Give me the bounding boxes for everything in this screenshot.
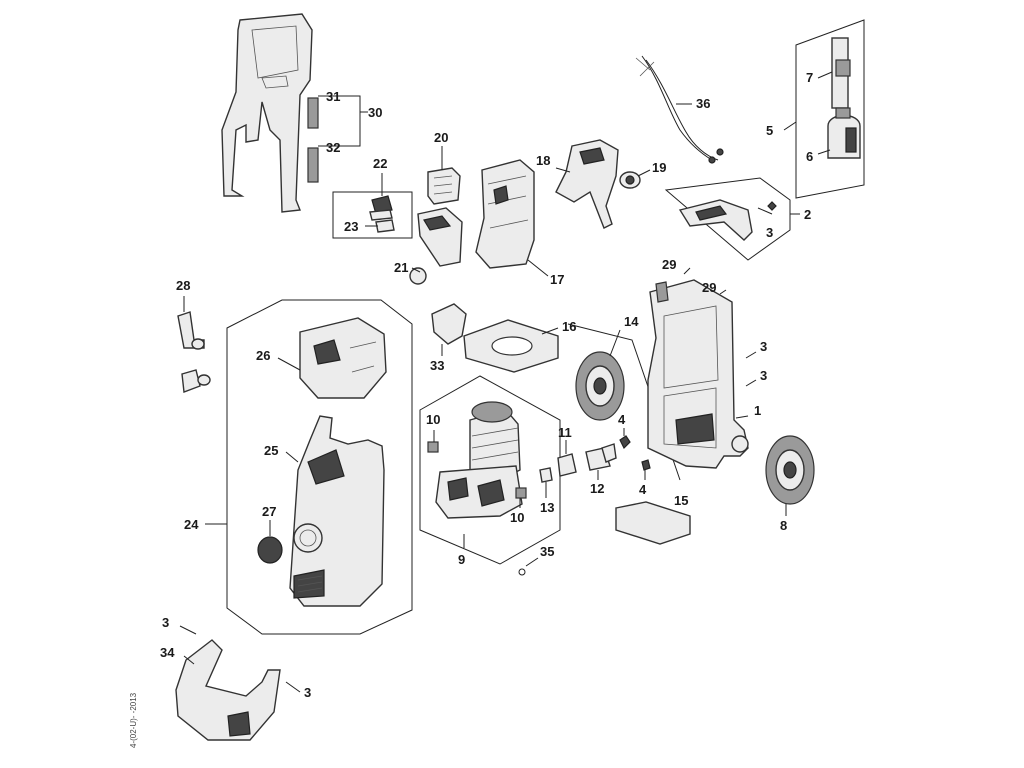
label-11: 11 xyxy=(558,425,572,440)
label-21: 21 xyxy=(394,260,408,275)
front-cover-part xyxy=(289,415,385,607)
label-15: 15 xyxy=(674,493,688,508)
label-3-right-b: 3 xyxy=(760,368,767,383)
label-5: 5 xyxy=(766,123,773,138)
label-13: 13 xyxy=(540,500,554,515)
label-35: 35 xyxy=(540,544,554,559)
label-19: 19 xyxy=(652,160,666,175)
bracket-part xyxy=(427,167,461,205)
label-29-a: 29 xyxy=(662,257,676,272)
fittings-part xyxy=(539,443,617,483)
label-23: 23 xyxy=(344,219,358,234)
label-6: 6 xyxy=(806,149,813,164)
hose-guide-part xyxy=(431,303,467,345)
motor-pump-unit-part xyxy=(435,401,523,519)
label-27: 27 xyxy=(262,504,276,519)
label-28: 28 xyxy=(176,278,190,293)
label-1: 1 xyxy=(754,403,761,418)
label-36: 36 xyxy=(696,96,710,111)
hose-hook-part xyxy=(175,639,281,741)
label-29-b: 29 xyxy=(702,280,716,295)
label-18: 18 xyxy=(536,153,550,168)
label-26: 26 xyxy=(256,348,270,363)
label-10-b: 10 xyxy=(510,510,524,525)
label-3-top: 3 xyxy=(766,225,773,240)
label-20: 20 xyxy=(434,130,448,145)
label-3-bottom-b: 3 xyxy=(304,685,311,700)
rear-cover-part xyxy=(555,139,619,229)
label-17: 17 xyxy=(550,272,564,287)
hose-reel-part xyxy=(678,199,753,241)
reference-code: 4-(02-U)- -2013 xyxy=(129,692,138,748)
label-9: 9 xyxy=(458,552,465,567)
label-3-right-a: 3 xyxy=(760,339,767,354)
label-22: 22 xyxy=(373,156,387,171)
gasket-part xyxy=(463,319,559,373)
detergent-bottle-part xyxy=(827,37,861,159)
knob-part xyxy=(257,536,283,564)
label-24: 24 xyxy=(184,517,199,532)
connector-part xyxy=(619,171,641,189)
label-7: 7 xyxy=(806,70,813,85)
pump-housing-part xyxy=(475,159,535,269)
label-4-b: 4 xyxy=(639,482,647,497)
switch-part xyxy=(369,195,395,233)
main-frame-part xyxy=(647,279,749,469)
label-4-a: 4 xyxy=(618,412,626,427)
wheel-part xyxy=(575,351,625,421)
label-32: 32 xyxy=(326,140,340,155)
label-10-a: 10 xyxy=(426,412,440,427)
wheel-part-right xyxy=(765,435,815,505)
label-34: 34 xyxy=(160,645,175,660)
base-pad-part xyxy=(615,501,691,545)
label-8: 8 xyxy=(780,518,787,533)
handle-part xyxy=(221,13,319,213)
label-12: 12 xyxy=(590,481,604,496)
label-31: 31 xyxy=(326,89,340,104)
label-3-bottom-a: 3 xyxy=(162,615,169,630)
clip-part xyxy=(177,311,211,393)
top-cover-part xyxy=(299,317,387,399)
label-33: 33 xyxy=(430,358,444,373)
label-2: 2 xyxy=(804,207,811,222)
wiring-harness-part xyxy=(635,55,724,164)
label-16: 16 xyxy=(562,319,576,334)
label-14: 14 xyxy=(624,314,639,329)
label-30: 30 xyxy=(368,105,382,120)
hose-holder-part xyxy=(409,207,463,285)
label-25: 25 xyxy=(264,443,278,458)
